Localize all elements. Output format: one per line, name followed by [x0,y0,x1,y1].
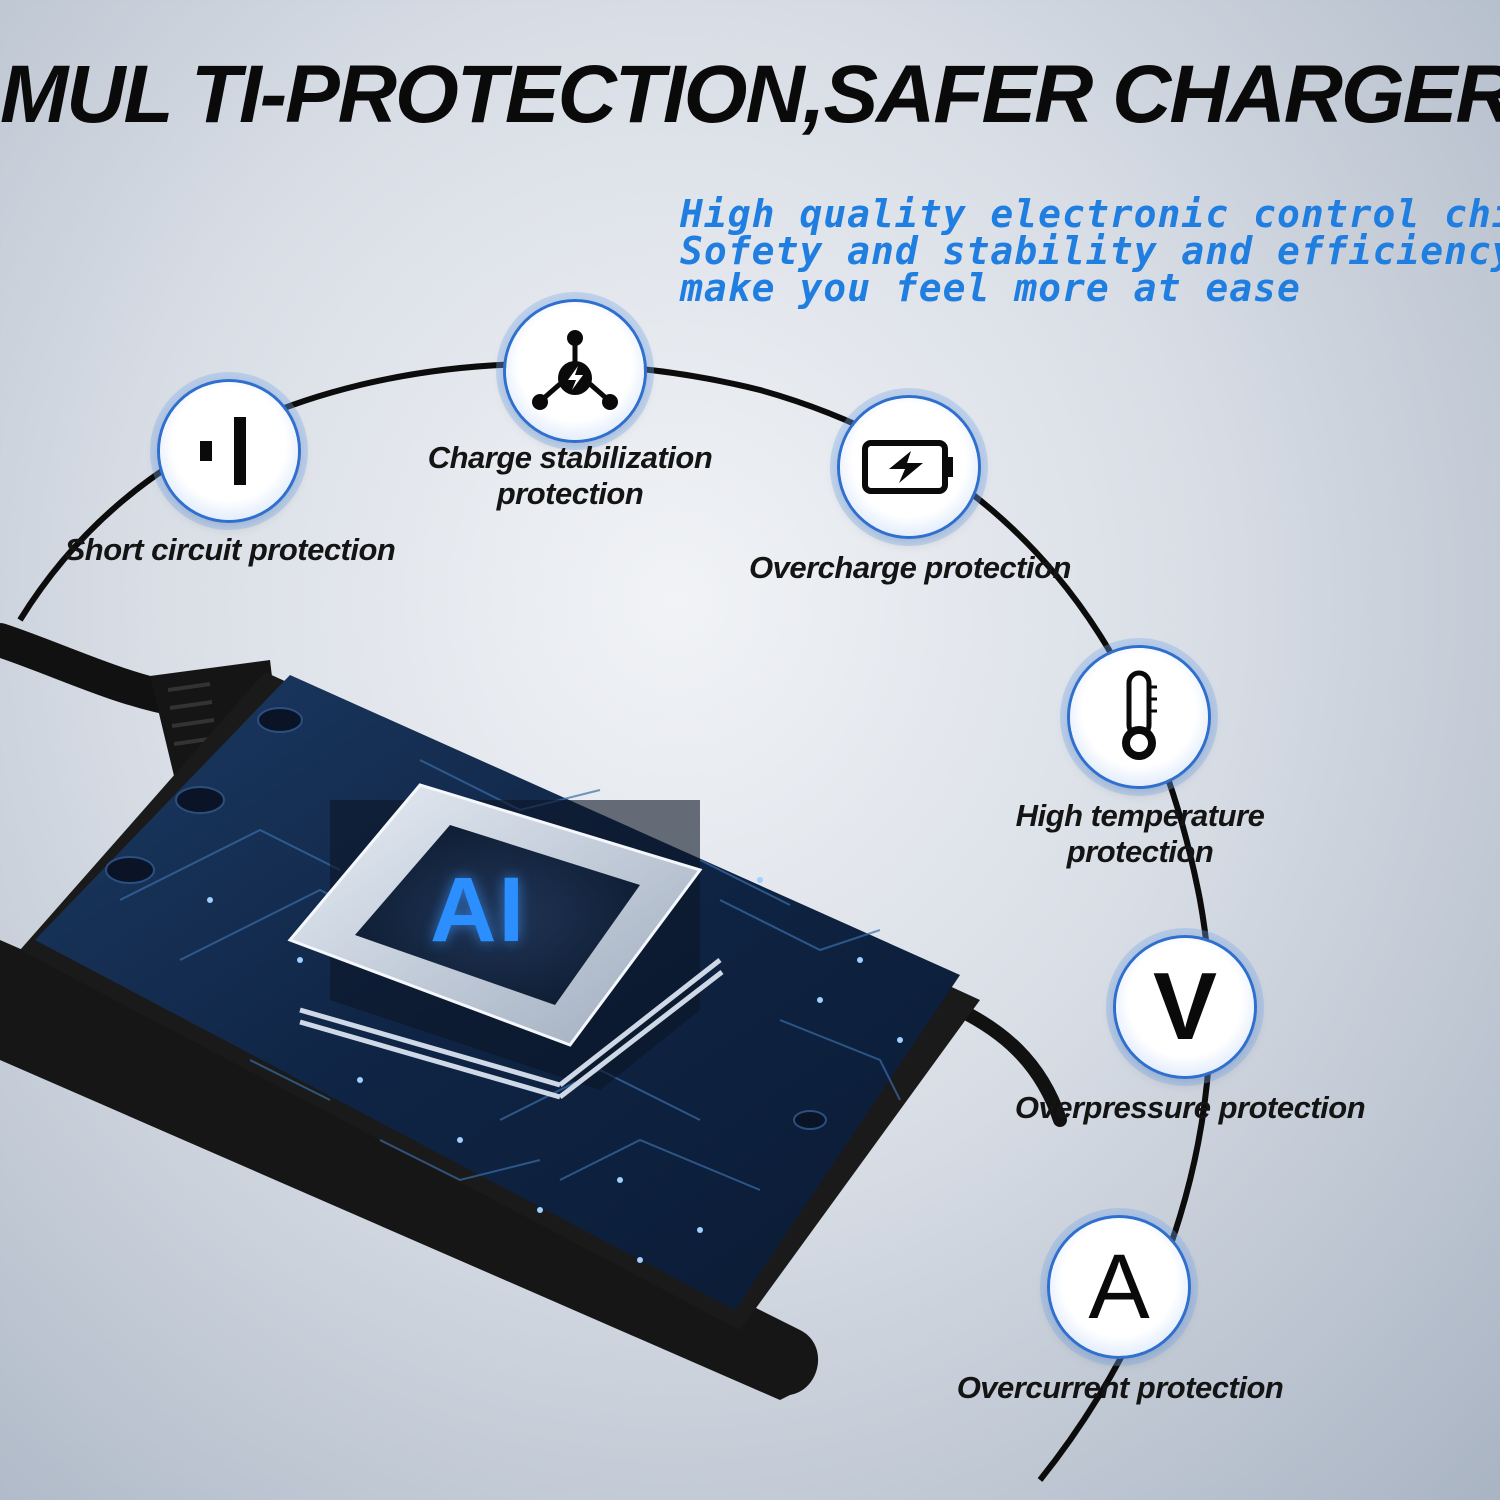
tagline-line: Sofety and stability and efficiency [680,229,1500,273]
charge-stabilization-label: Charge stabilization protection [427,440,713,511]
overcharge-feature-icon [840,398,978,536]
overpressure-label: Overpressure protection [1014,1090,1366,1125]
tagline-line: make you feel more at ease [680,266,1301,310]
chip-label: AI [430,859,526,961]
right-cable [953,1003,1067,1127]
overcurrent-feature-icon: A [1050,1218,1188,1356]
tagline: High quality electronic control chip Sof… [680,192,1500,310]
short-circuit-label: Short circuit protection [64,532,396,567]
short-circuit-icon [200,417,246,485]
tagline-line: High quality electronic control chip [680,192,1500,236]
voltage-v-icon: V [1152,953,1218,1060]
short-circuit-feature-icon [160,382,298,520]
charge-stabilization-feature-icon [506,302,644,440]
high-temperature-feature-icon [1070,648,1208,786]
overpressure-feature-icon: V [1116,938,1254,1076]
power-cord [0,623,197,717]
overcurrent-label: Overcurrent protection [956,1370,1284,1405]
thermometer-icon [1122,670,1157,760]
battery-bolt-icon [862,440,953,494]
overcharge-label: Overcharge protection [749,550,1071,585]
page-title: MUL TI-PROTECTION,SAFER CHARGER [0,49,1500,140]
high-temperature-label: High temperature protection [1015,798,1265,869]
current-a-icon: A [1088,1235,1150,1338]
ai-chip [287,783,724,1100]
charge-stabilization-icon [532,330,618,410]
cable-arc [17,360,1214,1482]
